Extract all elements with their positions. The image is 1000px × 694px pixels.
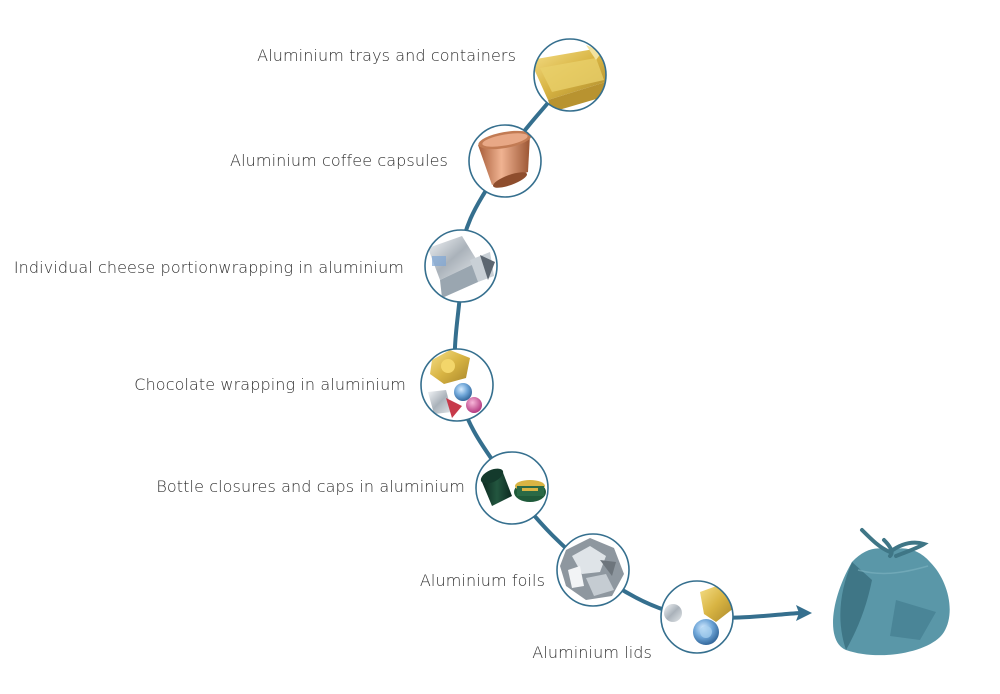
label-trays: Aluminium trays and containers [257,46,516,65]
blue-rubbish-bag [833,528,950,656]
aluminium-tray-photo [534,45,606,111]
chocolate-node [420,348,494,422]
cheese-node [424,229,498,303]
label-chocolate-wrapping: Chocolate wrapping in aluminium [134,375,406,394]
bottle-caps-photo [480,468,546,506]
label-cheese-wrapping: Individual cheese portionwrapping in alu… [13,258,404,277]
lids-node [660,580,734,654]
chocolate-wrapping-photo [428,350,482,418]
aluminium-lids-photo [664,584,733,645]
label-lids: Aluminium lids [532,643,652,662]
label-foils: Aluminium foils [419,571,545,590]
capsule-node [468,124,542,198]
label-bottle-caps: Bottle closures and caps in aluminium [156,477,465,496]
coffee-capsule-photo [478,130,532,188]
tray-node [533,38,607,112]
caps-node [475,451,549,525]
cheese-wrapping-photo [428,236,495,298]
arrow-head [796,605,812,621]
aluminium-foil-photo [560,538,624,600]
foil-node [556,533,630,607]
label-coffee-capsules: Aluminium coffee capsules [230,151,448,170]
